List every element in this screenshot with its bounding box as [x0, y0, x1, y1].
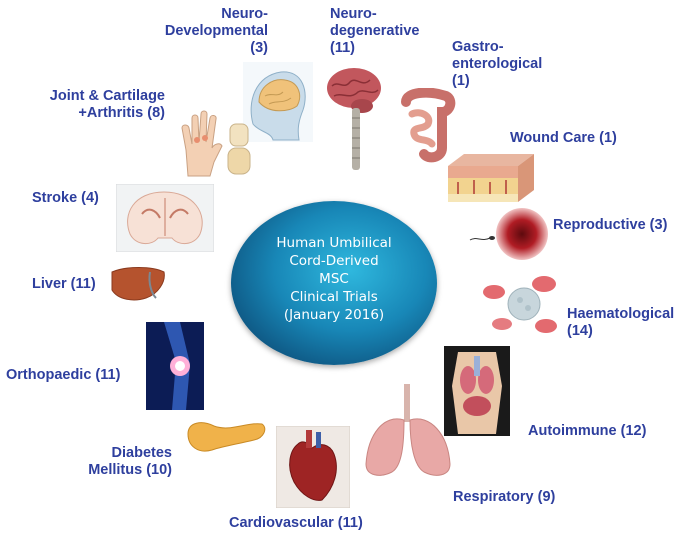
label-neuro-degenerative: Neuro- degenerative (11) [330, 6, 419, 57]
label-line: (1) [452, 73, 470, 89]
label-neuro-developmental: Neuro- Developmental (3) [150, 6, 268, 57]
pancreas-icon [187, 422, 266, 452]
label-line: Neuro- [221, 6, 268, 22]
label-line: +Arthritis (8) [78, 105, 165, 121]
label-liver: Liver (11) [32, 276, 96, 292]
brain-spine-icon [327, 68, 381, 170]
center-title-line-4: Clinical Trials [290, 289, 378, 305]
knee-icon [146, 322, 204, 410]
label-stroke: Stroke (4) [32, 190, 99, 206]
label-line: Mellitus (10) [88, 462, 172, 478]
label-line: (14) [567, 323, 593, 339]
label-line: Diabetes [111, 445, 172, 461]
label-line: (11) [330, 40, 355, 56]
label-line: Developmental [164, 23, 268, 39]
hand-joint-icon [181, 110, 251, 177]
intestine-icon [401, 88, 456, 163]
label-gastro-enterological: Gastro- enterological (1) [452, 39, 542, 90]
label-joint-cartilage: Joint & Cartilage +Arthritis (8) [20, 88, 165, 122]
ovum-icon [469, 208, 548, 260]
label-respiratory: Respiratory (9) [453, 489, 556, 505]
skin-layers-icon [448, 154, 534, 202]
center-title-line-1: Human Umbilical [276, 235, 392, 251]
center-title-line-5: (January 2016) [283, 307, 385, 323]
label-wound-care: Wound Care (1) [510, 130, 617, 146]
label-line: Haematological [567, 306, 675, 322]
center-ellipse: Human Umbilical Cord-Derived MSC Clinica… [231, 201, 437, 365]
liver-icon [111, 267, 165, 301]
center-title-line-2: Cord-Derived [289, 253, 379, 269]
lungs-icon [365, 384, 451, 476]
label-line: Gastro- [452, 39, 504, 55]
label-orthopaedic: Orthopaedic (11) [6, 367, 121, 383]
label-cardiovascular: Cardiovascular (11) [229, 515, 363, 531]
label-line: enterological [452, 56, 543, 72]
brain-section-icon [116, 184, 214, 252]
label-autoimmune: Autoimmune (12) [528, 423, 647, 439]
blood-cells-icon [483, 276, 557, 333]
center-title-line-3: MSC [319, 271, 349, 287]
label-haematological: Haematological (14) [567, 306, 674, 340]
label-line: degenerative [330, 23, 420, 39]
label-diabetes: Diabetes Mellitus (10) [62, 445, 172, 479]
heart-icon [276, 426, 350, 508]
label-line: (3) [250, 40, 268, 56]
torso-icon [444, 346, 510, 436]
label-line: Neuro- [330, 6, 377, 22]
brain-head-icon [243, 62, 313, 142]
label-reproductive: Reproductive (3) [553, 217, 668, 233]
label-line: Joint & Cartilage [49, 88, 165, 104]
